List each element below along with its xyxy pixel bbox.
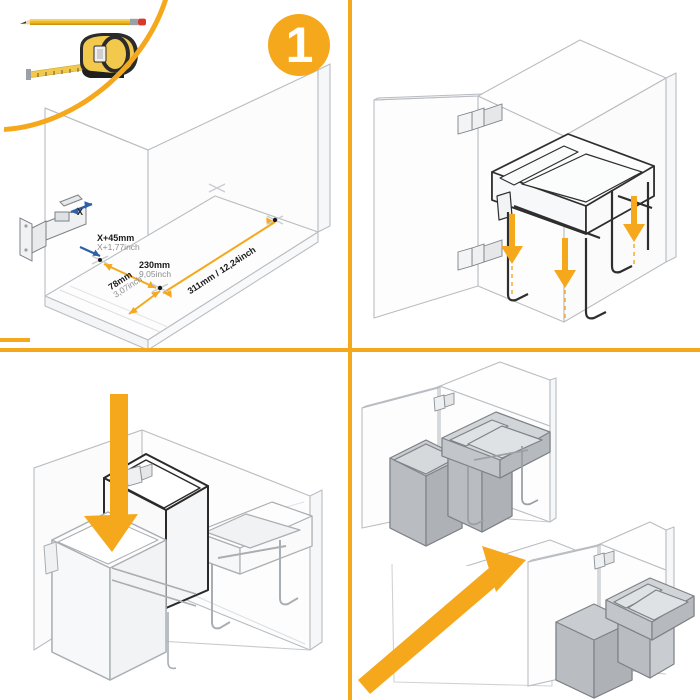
pencil-icon — [20, 18, 146, 26]
bin-lid-assembly — [491, 133, 655, 235]
pullout-rails — [111, 567, 197, 670]
bin-left-placed — [43, 511, 167, 681]
lid-lower — [605, 577, 695, 641]
tape-measure-icon — [26, 33, 138, 80]
frame-installation-diagram — [373, 39, 677, 323]
lid-upper — [441, 411, 551, 479]
dimension-depth-230: 230mm 9,05inch — [139, 260, 172, 280]
wire-frame-legs — [506, 182, 653, 320]
frame-wire-right — [211, 540, 299, 630]
hinge-upper-icon — [457, 103, 503, 135]
cabinet-measurement-diagram — [19, 63, 331, 350]
insertion-arrows — [501, 196, 645, 318]
hinge-gap-arrow — [70, 201, 93, 215]
hinge-icon — [125, 463, 153, 487]
edge-rule-left — [0, 338, 30, 342]
panel-step-4: 4 — [350, 350, 700, 700]
panel-step-2: x4 2 — [350, 0, 700, 350]
hinge-gap-label: X — [77, 207, 84, 217]
hinge-lower-icon — [457, 239, 503, 271]
bin-insertion-diagram — [33, 394, 323, 681]
closing-cabinet-diagram — [358, 361, 695, 699]
insert-arrow-large — [84, 394, 138, 552]
frame-wire-upper — [467, 446, 539, 526]
panel-divider-horizontal — [0, 348, 700, 352]
hinge-icon-upper — [433, 392, 455, 412]
panel-step-1: X+45mm X+1,77inch 230mm 9,05inch 78mm 3,… — [0, 0, 350, 350]
step-badge-1: 1 — [268, 14, 330, 76]
panel-step-3: 3 — [0, 350, 350, 700]
slide-close-arrow — [358, 546, 526, 694]
hinge-reference-arrow — [79, 245, 101, 258]
dimension-offset-x: X+45mm X+1,77inch — [97, 233, 140, 253]
bin-group-lower — [555, 595, 675, 699]
drill-points — [98, 217, 278, 291]
